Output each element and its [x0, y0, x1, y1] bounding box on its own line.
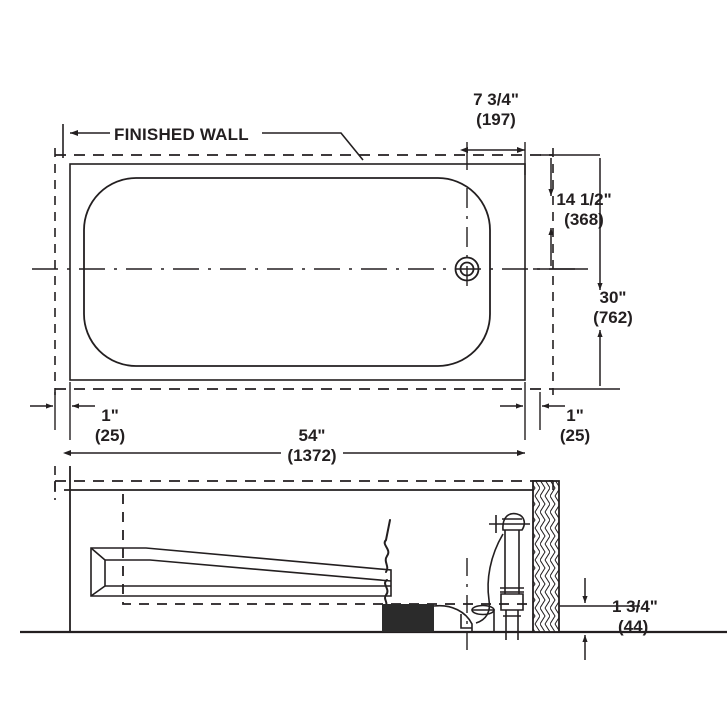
overflow-waste-pipe [475, 512, 530, 640]
dim-30-metric: (762) [593, 308, 633, 327]
dim-overall-depth: 30" (762) [553, 158, 633, 390]
finished-wall-leader-right [262, 132, 364, 161]
elev-solid-fill-block [382, 604, 434, 632]
dim-left-imperial: 1" [101, 406, 119, 425]
dim-drain-height: 1 3/4" (44) [528, 578, 658, 660]
dim-overall-length: 54" (1372) [63, 426, 525, 465]
plan-view [32, 148, 575, 395]
dim-left-clearance: 1" (25) [30, 382, 125, 445]
dim-left-metric: (25) [95, 426, 125, 445]
break-line-lower [384, 579, 389, 607]
plan-tub-basin-outline [83, 177, 491, 367]
break-line-upper [383, 519, 391, 573]
dim-drain-offset-imperial: 7 3/4" [473, 90, 519, 109]
finished-wall-label: FINISHED WALL [114, 125, 249, 144]
p-trap-assembly [433, 604, 495, 633]
dim-right-clearance: 1" (25) [500, 382, 590, 445]
dim-drain-offset: 7 3/4" (197) [460, 90, 526, 175]
dim-right-imperial: 1" [566, 406, 584, 425]
plan-tub-rim-outline [69, 163, 526, 381]
dim-54-imperial: 54" [299, 426, 326, 445]
finished-wall-callout: FINISHED WALL [62, 124, 364, 161]
dim-14-metric: (368) [564, 210, 604, 229]
dim-drain-center-height: 14 1/2" (368) [533, 154, 612, 270]
plan-drain-opening [454, 256, 480, 282]
dim-44-metric: (44) [618, 617, 648, 636]
hatched-wall-section [532, 480, 560, 633]
plan-finished-wall-lines [54, 148, 554, 395]
break-line-symbols [383, 519, 391, 607]
dim-54-metric: (1372) [287, 446, 336, 465]
elev-basin-dashed-profile [122, 494, 531, 605]
dim-44-imperial: 1 3/4" [612, 597, 658, 616]
elevation-view [20, 466, 727, 650]
elev-apron-profile [90, 547, 392, 597]
dim-drain-offset-metric: (197) [476, 110, 516, 129]
dim-right-metric: (25) [560, 426, 590, 445]
dim-30-imperial: 30" [600, 288, 627, 307]
dim-14-imperial: 14 1/2" [556, 190, 611, 209]
